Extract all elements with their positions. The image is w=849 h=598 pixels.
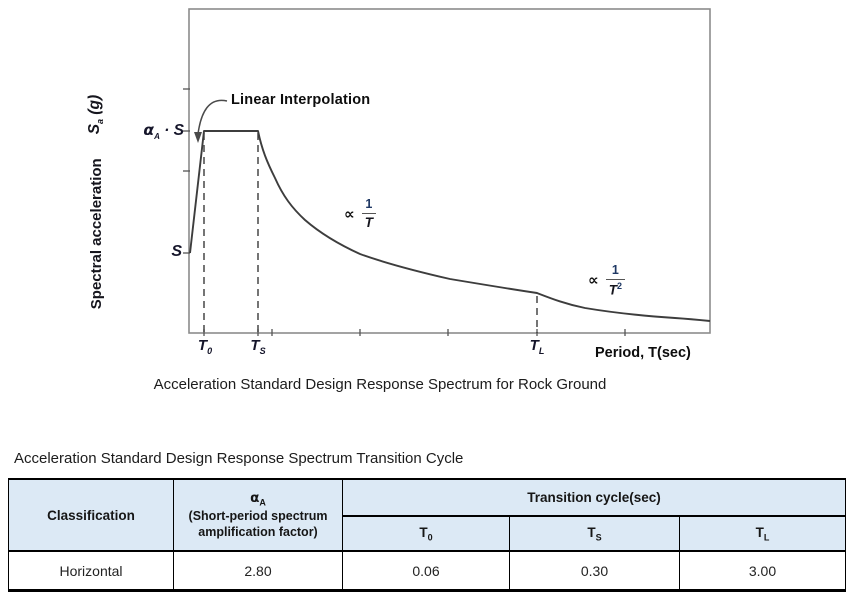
plot-border	[188, 8, 711, 334]
t-sub: S	[595, 532, 602, 543]
s-symbol: S	[173, 122, 184, 139]
alpha-subscript: A	[259, 497, 266, 508]
t-sub: 0	[207, 346, 213, 356]
t-sub: S	[259, 346, 266, 356]
t-sub: 0	[427, 532, 433, 543]
t-base: T	[419, 524, 428, 540]
t-sub: L	[538, 346, 545, 356]
proportional-1-over-T2-label: ∝ 1 T2	[588, 264, 625, 297]
dashed-guide-lines	[203, 133, 538, 333]
alpha-note: (Short-period spectrum amplification fac…	[188, 509, 328, 539]
header-classification: Classification	[8, 478, 174, 552]
cell-T0-value: 0.06	[342, 550, 510, 591]
t-base: T	[529, 337, 539, 354]
cell-TL-value: 3.00	[678, 550, 847, 591]
t-base: T	[755, 524, 764, 540]
linear-interpolation-label: Linear Interpolation	[231, 92, 371, 108]
spectrum-plot-canvas	[183, 8, 711, 336]
proportional-symbol: ∝	[588, 271, 599, 290]
header-transition-cycle: Transition cycle(sec)	[341, 478, 847, 517]
t-base: T	[197, 337, 208, 354]
fraction-1-over-T2: 1 T2	[605, 263, 625, 297]
sa-subscript: a	[95, 118, 106, 124]
spectrum-curve	[189, 130, 711, 322]
x-tick-TS: TS	[240, 337, 276, 356]
figure-caption: Acceleration Standard Design Response Sp…	[153, 376, 607, 393]
proportional-1-over-T-label: ∝ 1 T	[344, 198, 376, 229]
x-tick-TL: TL	[519, 337, 555, 356]
y-label-alpha-s: αA · S	[138, 121, 184, 141]
fraction-denominator: T2	[605, 278, 625, 297]
t-sub: L	[763, 532, 770, 543]
table-title: Acceleration Standard Design Response Sp…	[14, 450, 464, 467]
cell-classification: Horizontal	[8, 550, 174, 591]
fraction-1-over-T: 1 T	[361, 197, 376, 230]
exponent-2: 2	[616, 280, 622, 291]
x-tick-T0: T0	[187, 337, 223, 356]
sa-symbol: S	[86, 123, 104, 135]
y-axis-title: Spectral acceleration Sa (g)	[84, 66, 108, 338]
fraction-numerator: 1	[611, 263, 619, 277]
t-base: T	[587, 524, 596, 540]
cell-TS-value: 0.30	[509, 550, 680, 591]
linear-interpolation-arrow	[194, 99, 228, 143]
proportional-symbol: ∝	[344, 204, 355, 223]
t-symbol: T	[608, 282, 617, 297]
dot-symbol: ·	[164, 122, 170, 139]
transition-cycle-table: Classification αA(Short-period spectrum …	[8, 478, 847, 592]
alpha-symbol: α	[143, 121, 155, 139]
cell-alpha-value: 2.80	[173, 550, 343, 591]
table-row: Horizontal 2.80 0.06 0.30 3.00	[8, 550, 847, 591]
alpha-symbol: α	[250, 489, 260, 506]
fraction-numerator: 1	[365, 197, 373, 211]
header-T0: T0	[342, 515, 510, 552]
y-axis-title-text: Spectral acceleration	[87, 158, 105, 310]
header-alpha: αA(Short-period spectrum amplification f…	[173, 478, 343, 552]
header-TS: TS	[509, 515, 680, 552]
t-base: T	[250, 337, 260, 354]
fraction-denominator: T	[361, 212, 376, 230]
alpha-subscript: A	[154, 132, 160, 142]
y-axis-symbol: Sa (g)	[86, 95, 105, 134]
y-axis-ticks	[183, 88, 190, 254]
y-label-s: S	[171, 243, 182, 260]
response-spectrum-figure: Spectral acceleration Sa (g) αA · S S Li…	[84, 8, 711, 393]
header-TL: TL	[678, 515, 847, 552]
x-axis-title: Period, T(sec)	[595, 345, 691, 361]
sa-unit: (g)	[86, 94, 104, 115]
